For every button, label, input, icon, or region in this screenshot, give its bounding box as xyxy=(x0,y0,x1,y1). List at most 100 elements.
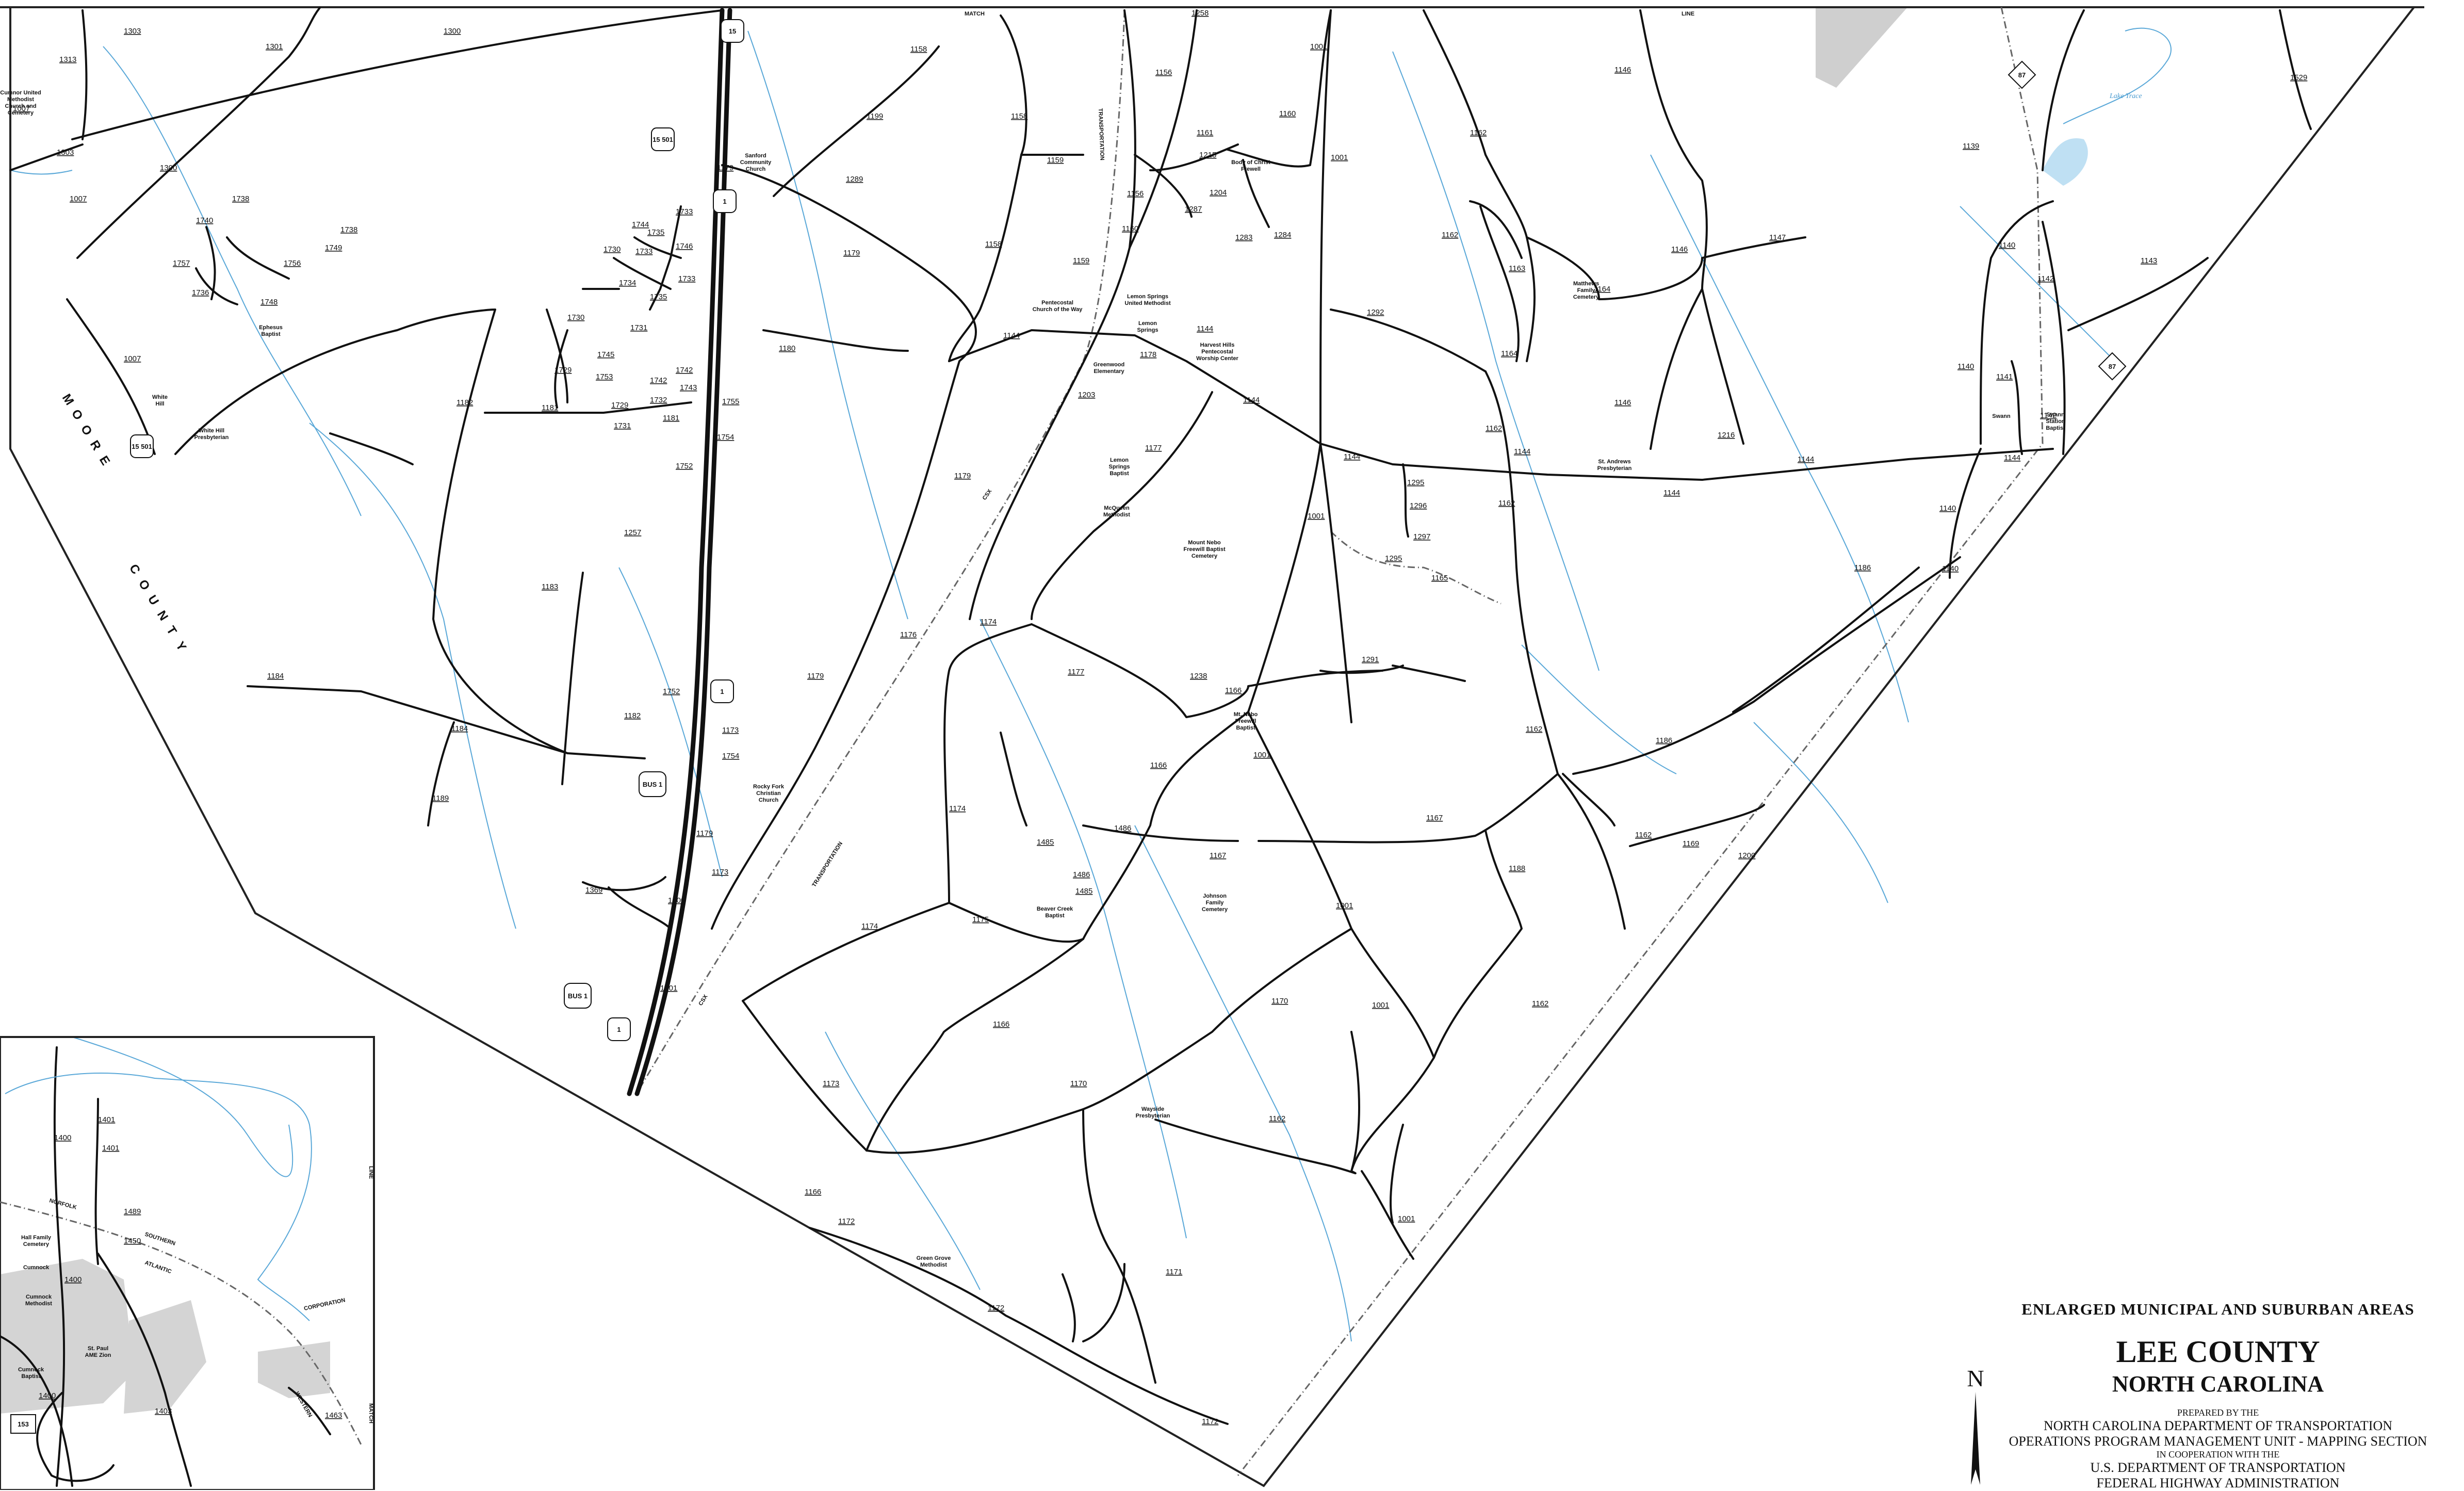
road-number-label: 1400 xyxy=(54,1133,71,1142)
road-number-label: 1172 xyxy=(988,1304,1004,1312)
road-number-label: 1291 xyxy=(1362,655,1379,664)
road-number-label: 1166 xyxy=(1150,761,1167,770)
road-number-label: 1181 xyxy=(542,403,558,412)
road-number-label: 1216 xyxy=(1718,431,1735,440)
road-number-label: 1742 xyxy=(676,366,693,375)
road-number-label: 1748 xyxy=(260,298,278,306)
svg-text:87: 87 xyxy=(2018,71,2026,79)
road-number-label: 1139 xyxy=(1963,142,1979,151)
road-number-label: 1732 xyxy=(650,396,667,404)
us-route-shield: 1 xyxy=(713,189,737,213)
road-number-label: 1167 xyxy=(1426,814,1443,822)
road-number-label: 1007 xyxy=(13,104,30,113)
road-number-label: 1158 xyxy=(910,45,927,54)
road-number-label: 1400 xyxy=(64,1275,81,1284)
road-number-label: 1165 xyxy=(1431,574,1448,582)
svg-text:LINE: LINE xyxy=(1682,11,1694,17)
road-number-label: 1144 xyxy=(1344,452,1360,461)
road-number-label: 1182 xyxy=(624,711,641,720)
road-number-label: 1735 xyxy=(647,228,664,237)
streams xyxy=(10,27,2172,1342)
road-number-label: 1170 xyxy=(1271,997,1288,1006)
route-shields: 15 15 501 1 15 501 1 BUS 1 BUS 1 1 87 87… xyxy=(10,19,2127,1434)
road-number-label: 1731 xyxy=(614,422,631,430)
road-number-label: 1179 xyxy=(954,472,971,480)
road-number-label: 1162 xyxy=(1470,128,1487,137)
road-number-label: 1007 xyxy=(70,195,87,203)
road-number-label: 1172 xyxy=(1202,1417,1218,1426)
road-number-label: 1199 xyxy=(867,112,883,121)
title-block: ENLARGED MUNICIPAL AND SUBURBAN AREAS LE… xyxy=(2001,1300,2435,1491)
road-number-label: 1601 xyxy=(660,984,677,993)
road-number-label: 1160 xyxy=(1279,109,1296,118)
road-number-label: 1144 xyxy=(1514,447,1530,456)
road-number-label: 1742 xyxy=(650,376,667,385)
svg-text:MATCH: MATCH xyxy=(368,1403,374,1423)
svg-text:Y: Y xyxy=(173,639,193,660)
nc-route-shield: 87 xyxy=(2098,352,2127,381)
svg-text:BUS 1: BUS 1 xyxy=(568,992,588,1000)
roads xyxy=(9,7,2312,1425)
road-number-label: 1485 xyxy=(1037,838,1054,847)
road-number-label: 1173 xyxy=(823,1079,839,1088)
svg-text:1: 1 xyxy=(617,1026,621,1033)
road-number-label: 1140 xyxy=(1957,362,1974,371)
place-label: Swann xyxy=(1992,413,2011,419)
road-number-label: 1730 xyxy=(603,245,621,254)
road-number-label: 1301 xyxy=(266,42,283,51)
road-number-label: 1757 xyxy=(173,259,190,268)
road-number-label: 1186 xyxy=(1854,563,1871,572)
svg-text:TRANSPORTATION: TRANSPORTATION xyxy=(811,841,844,888)
road-number-label: 1215 xyxy=(1199,151,1216,159)
road-number-label: 1752 xyxy=(676,462,693,471)
road-number-label: 1140 xyxy=(1942,564,1959,573)
road-number-label: 1176 xyxy=(900,630,917,639)
road-number-label: 1001 xyxy=(1253,751,1270,759)
north-label: N xyxy=(1967,1365,1984,1391)
road-number-label: 1729 xyxy=(611,401,628,410)
road-number-label: 1752 xyxy=(663,687,680,696)
road-number-label: 1007 xyxy=(124,354,141,363)
road-number-label: 1144 xyxy=(1197,325,1213,333)
north-arrow-icon xyxy=(1971,1392,1980,1485)
road-number-label: 1303 xyxy=(57,148,74,157)
road-number-label: 1166 xyxy=(805,1188,821,1196)
road-number-label: 1184 xyxy=(267,672,284,680)
road-number-label: 1486 xyxy=(1114,824,1131,833)
us-route-shield: 15 501 xyxy=(651,127,675,151)
nc-route-shield: 87 xyxy=(2008,60,2036,89)
road-number-label: 1754 xyxy=(717,433,734,442)
road-number-label: 1529 xyxy=(2290,73,2307,82)
road-number-label: 1174 xyxy=(980,618,997,626)
road-number-label: 1733 xyxy=(678,274,695,283)
svg-text:ATLANTIC: ATLANTIC xyxy=(144,1260,172,1275)
road-number-label: 1162 xyxy=(1526,725,1542,734)
road-number-label: 1161 xyxy=(1197,128,1213,137)
road-number-label: 1162 xyxy=(1486,424,1502,433)
svg-text:TRANSPORTATION: TRANSPORTATION xyxy=(1097,108,1105,160)
road-number-label: 1184 xyxy=(451,724,468,733)
ncdot-line: NORTH CAROLINA DEPARTMENT OF TRANSPORTAT… xyxy=(2043,1418,2393,1433)
north-arrow: N xyxy=(1957,1365,1994,1488)
road-number-label: 1749 xyxy=(325,244,342,252)
svg-text:153: 153 xyxy=(18,1420,29,1428)
road-number-label: 1001 xyxy=(1336,901,1353,910)
road-number-label: 1745 xyxy=(597,350,614,359)
title-heading: ENLARGED MUNICIPAL AND SUBURBAN AREAS xyxy=(2021,1300,2414,1318)
road-number-label: 1738 xyxy=(340,225,357,234)
